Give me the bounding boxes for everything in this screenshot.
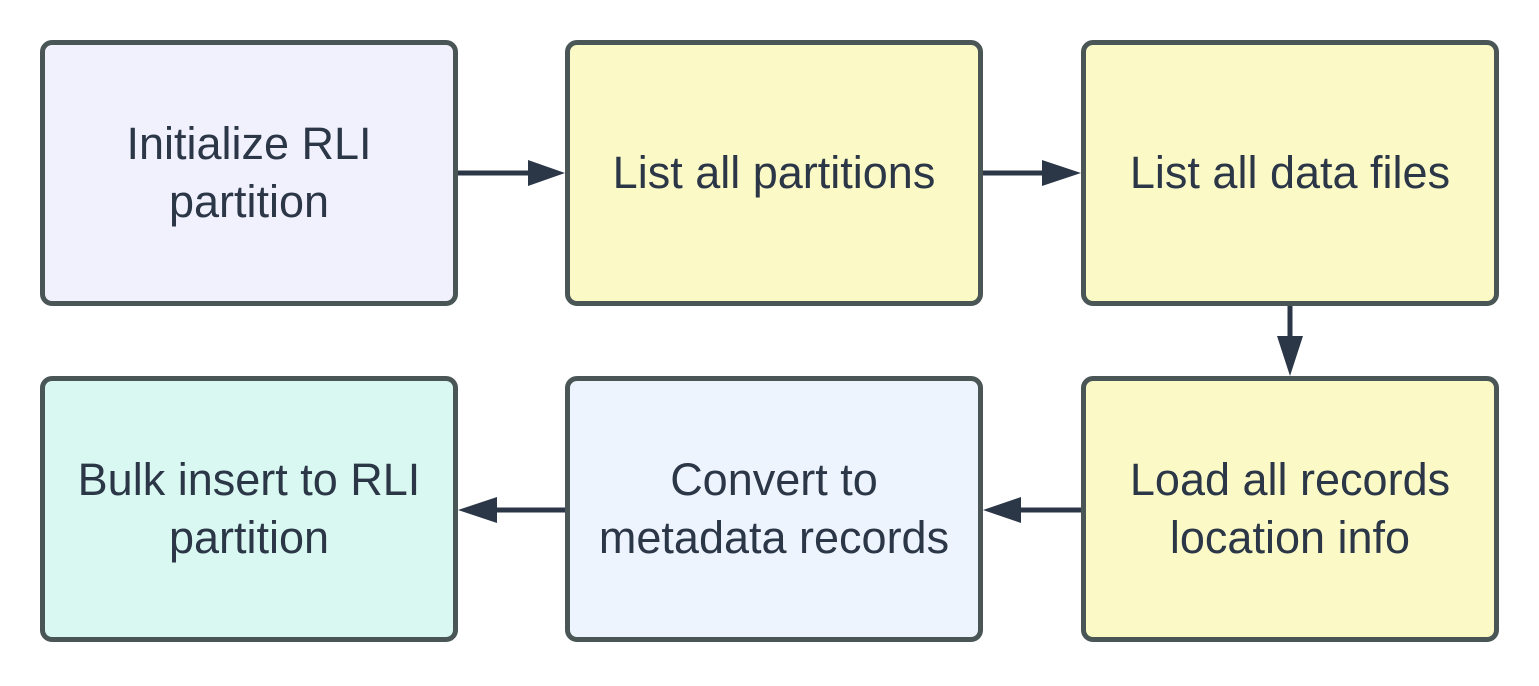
node-label: Convert to metadata records [598, 454, 950, 563]
node-label: List all partitions [612, 147, 936, 198]
node-list-all-data-files: List all data files [1081, 40, 1499, 306]
node-bulk-insert-to-rli-partition: Bulk insert to RLI partition [40, 376, 458, 642]
node-convert-to-metadata-records: Convert to metadata records [565, 376, 983, 642]
arrow-convert-to-bulk-insert [458, 497, 565, 523]
arrow-list-partitions-to-list-files [983, 160, 1081, 186]
arrow-load-records-to-convert [983, 497, 1081, 523]
node-label: Bulk insert to RLI partition [77, 454, 421, 563]
node-label: Initialize RLI partition [126, 118, 372, 227]
node-label: List all data files [1129, 147, 1451, 198]
node-list-all-partitions: List all partitions [565, 40, 983, 306]
arrow-list-files-to-load-records [1277, 306, 1303, 376]
node-initialize-rli-partition: Initialize RLI partition [40, 40, 458, 306]
node-load-all-records-location-info: Load all records location info [1081, 376, 1499, 642]
node-label: Load all records location info [1129, 454, 1451, 563]
arrow-initialize-to-list-partitions [458, 160, 565, 186]
